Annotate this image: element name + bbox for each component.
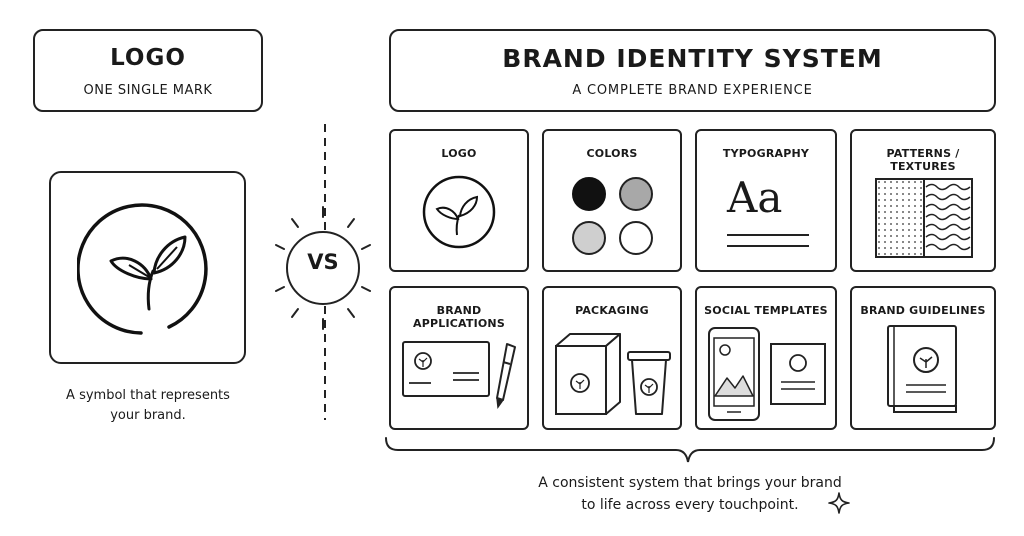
- tile-typography: TYPOGRAPHY Aa: [695, 129, 837, 272]
- leaf-logo-icon: [77, 203, 208, 335]
- grouping-bracket: [385, 437, 995, 463]
- brand-identity-header-box: BRAND IDENTITY SYSTEM A COMPLETE BRAND E…: [389, 29, 996, 112]
- brand-identity-subtitle: A COMPLETE BRAND EXPERIENCE: [572, 83, 813, 98]
- business-card-pen-icon: [402, 341, 516, 410]
- vs-label: VS: [307, 250, 339, 274]
- guidelines-book-icon: [887, 325, 957, 413]
- tile-patterns-textures: PATTERNS / TEXTURES: [850, 129, 996, 272]
- tile-colors-label: COLORS: [586, 147, 638, 160]
- brand-identity-title: BRAND IDENTITY SYSTEM: [502, 44, 883, 73]
- pattern-swatch-icon: [875, 178, 973, 258]
- tile-brand-guidelines: BRAND GUIDELINES: [850, 286, 996, 430]
- tile-patterns-label: PATTERNS / TEXTURES: [886, 147, 960, 173]
- tile-social-templates: SOCIAL TEMPLATES: [695, 286, 837, 430]
- tile-brand-guidelines-label: BRAND GUIDELINES: [860, 304, 986, 317]
- leaf-logo-icon: [422, 175, 496, 249]
- logo-title: LOGO: [110, 45, 186, 71]
- vs-burst-rays: [275, 206, 371, 330]
- system-caption: A consistent system that brings your bra…: [538, 475, 842, 513]
- leaf-logo-icon: [414, 352, 432, 370]
- packaging-icon: [555, 333, 671, 415]
- tile-social-templates-label: SOCIAL TEMPLATES: [704, 304, 828, 317]
- logo-caption: A symbol that represents your brand.: [66, 388, 230, 423]
- box-icon: [555, 333, 621, 415]
- swatch-white: [619, 221, 653, 255]
- tile-packaging-label: PACKAGING: [575, 304, 649, 317]
- vs-badge-circle: [286, 231, 360, 305]
- business-card: [402, 341, 490, 397]
- swatch-black: [572, 177, 606, 211]
- color-swatches: [572, 177, 653, 255]
- social-post-icon: [770, 343, 826, 405]
- logo-header-box: LOGO ONE SINGLE MARK: [33, 29, 263, 112]
- sparkle-icon: [828, 492, 850, 514]
- logo-card: [49, 171, 246, 364]
- coffee-cup-icon: [627, 351, 671, 415]
- phone-icon: [708, 327, 760, 421]
- tile-logo: LOGO: [389, 129, 529, 272]
- pen-icon: [496, 343, 516, 410]
- social-templates-icon: [708, 327, 826, 421]
- swatch-light-gray: [572, 221, 606, 255]
- logo-subtitle: ONE SINGLE MARK: [83, 83, 213, 98]
- tile-brand-applications-label: BRAND APPLICATIONS: [413, 304, 505, 330]
- tile-typography-label: TYPOGRAPHY: [722, 147, 810, 160]
- tile-logo-label: LOGO: [441, 147, 477, 160]
- tile-brand-applications: BRAND APPLICATIONS: [389, 286, 529, 430]
- swatch-gray: [619, 177, 653, 211]
- text-lines-icon: [727, 234, 809, 247]
- tile-colors: COLORS: [542, 129, 682, 272]
- tile-packaging: PACKAGING: [542, 286, 682, 430]
- typography-sample: Aa: [727, 173, 783, 222]
